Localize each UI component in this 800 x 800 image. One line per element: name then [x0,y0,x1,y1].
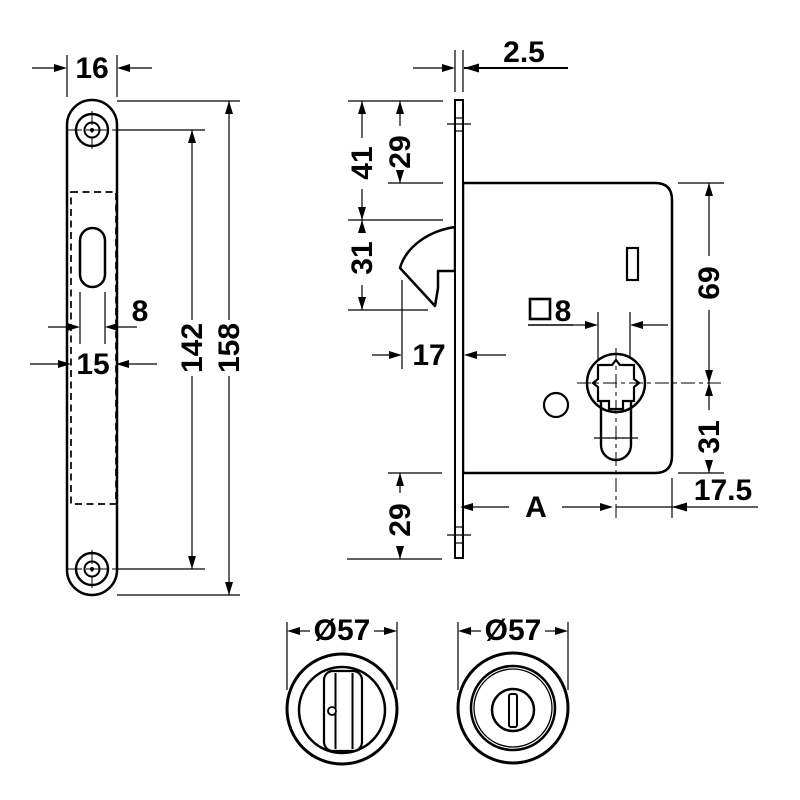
dim-label-41: 41 [346,146,379,179]
dim-label-31-left: 31 [346,241,379,274]
dim-hook-projection: 17 [372,339,506,372]
faceplate-slot [78,226,107,289]
dim-spindle-to-rear: 17.5 [616,474,758,518]
case-round-hole [542,391,570,419]
top-screw-hole [68,111,116,149]
square-symbol [528,297,552,321]
dim-stack-right: 69 31 [678,182,726,474]
dim-stack-left: 41 29 31 [346,100,443,310]
release-rose-view: Ø57 [456,614,570,765]
dim-label-screw-spacing: 142 [176,323,209,373]
dim-release-rose-diameter: Ø57 [457,614,569,690]
hook-bolt [398,225,457,308]
dim-label-plate-thickness: 2.5 [503,36,545,69]
dim-turn-rose-diameter: Ø57 [286,614,398,690]
dim-spindle-square: 8 [528,295,668,361]
dim-label-spindle-square: 8 [555,295,572,328]
lock-case-side-view: 2.5 41 29 31 [346,36,758,560]
dim-label-cutout-width: 15 [76,348,109,381]
dim-label-release-rose-diameter: Ø57 [485,614,542,647]
dim-label-length: 158 [213,323,246,373]
faceplate-cutout-dashed [70,191,117,505]
dim-cutout-width: 15 [30,348,157,381]
dim-label-slot-width: 8 [132,295,149,328]
bottom-screw-hole [68,550,116,588]
dim-29-bottom: 29 [347,472,442,560]
faceplate-edge [454,99,464,559]
dim-plate-thickness: 2.5 [413,36,568,92]
faceplate-edge-screw-marks [447,117,471,544]
faceplate-front-view: 16 8 15 142 [30,52,246,597]
dim-label-width: 16 [75,52,108,85]
turn-rose-view: Ø57 [285,614,399,766]
dim-length: 158 [117,100,246,596]
case-slot-hole [625,246,640,282]
dim-label-turn-rose-diameter: Ø57 [314,614,371,647]
faceplate-outline [65,98,119,597]
dim-screw-spacing: 142 [116,129,209,570]
dim-label-29-bottom: 29 [384,503,417,536]
dim-label-hook-projection: 17 [412,339,445,372]
dim-slot-width: 8 [48,292,148,344]
thumbturn-pin [327,706,337,716]
dim-label-31-right: 31 [693,420,726,453]
dim-label-69: 69 [693,266,726,299]
release-rose-ring-inner [473,668,553,748]
dim-label-29-top: 29 [384,135,417,168]
dim-backset: A [460,491,613,524]
emergency-release-slot [508,693,518,728]
dim-faceplate-width: 16 [32,52,152,97]
dim-label-backset: A [525,491,547,524]
dim-label-spindle-to-rear: 17.5 [694,474,752,507]
